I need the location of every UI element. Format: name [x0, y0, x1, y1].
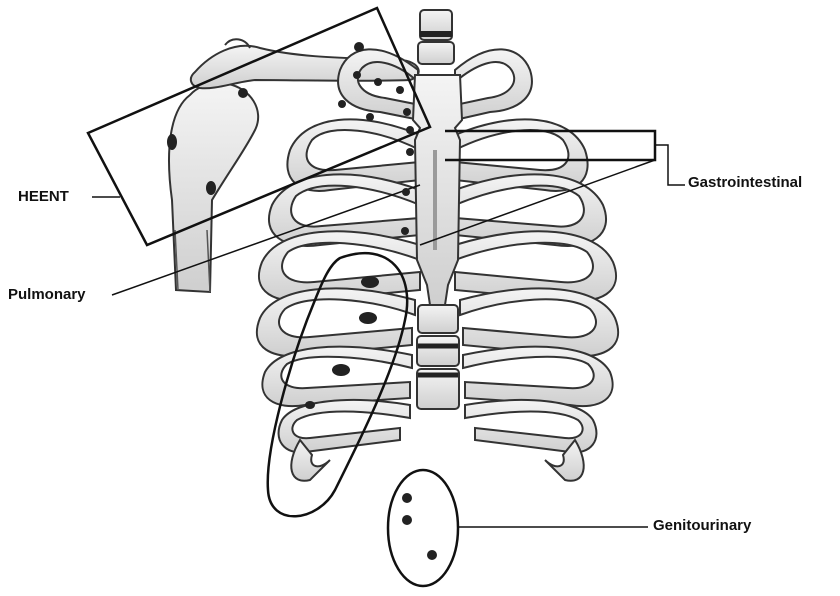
marker-dot: [366, 113, 374, 121]
leader-lines: [92, 144, 685, 528]
marker-dot: [361, 276, 379, 288]
marker-dot: [396, 86, 404, 94]
marker-dot: [406, 126, 414, 134]
pulmonary-label: Pulmonary: [8, 286, 86, 303]
marker-dot: [402, 493, 412, 503]
left-ribs: [255, 48, 421, 482]
markers: [167, 42, 437, 560]
right-ribs: [454, 48, 620, 482]
marker-dot: [427, 550, 437, 560]
genitourinary-region-ellipse: [386, 468, 460, 588]
marker-dot: [406, 148, 414, 156]
heent-region-box: [86, 6, 432, 247]
marker-dot: [402, 515, 412, 525]
heent-label: HEENT: [18, 188, 69, 205]
marker-dot: [374, 78, 382, 86]
marker-dot: [206, 181, 216, 195]
pulmonary-region-ellipse: [266, 251, 409, 518]
marker-dot: [238, 88, 248, 98]
marker-dot: [353, 71, 361, 79]
marker-dot: [167, 134, 177, 150]
sternum: [411, 74, 464, 306]
marker-dot: [403, 108, 411, 116]
marker-dot: [305, 401, 315, 409]
marker-dot: [332, 364, 350, 376]
marker-dot: [354, 42, 364, 52]
marker-dot: [402, 188, 410, 196]
marker-dot: [359, 312, 377, 324]
genitourinary-label: Genitourinary: [653, 517, 752, 534]
spine: [416, 9, 460, 410]
gastrointestinal-label: Gastrointestinal: [688, 174, 803, 191]
marker-dot: [338, 100, 346, 108]
marker-dot: [401, 227, 409, 235]
